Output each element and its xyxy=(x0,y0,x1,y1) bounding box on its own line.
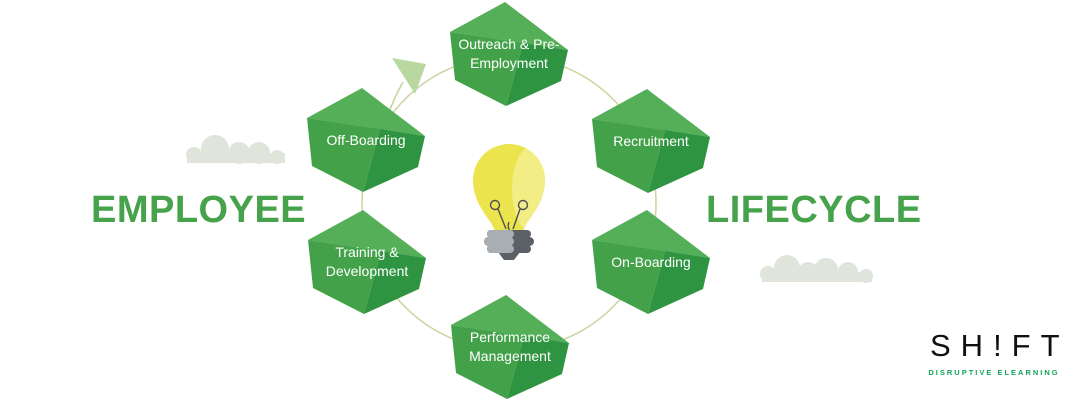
lightbulb-icon xyxy=(473,144,545,260)
cloud-icon-right xyxy=(760,255,873,283)
hexagon-training xyxy=(308,210,426,314)
cloud-icon-left xyxy=(186,135,285,164)
logo-wordmark: SH!FT xyxy=(930,328,1070,363)
bulb-filament xyxy=(489,199,529,232)
hexagon-recruitment xyxy=(592,89,710,193)
logo-tagline: DISRUPTIVE ELEARNING xyxy=(928,368,1060,377)
title-lifecycle: LIFECYCLE xyxy=(706,189,922,231)
hexagon-performance xyxy=(451,295,569,399)
shift-logo: SH!FT DISRUPTIVE ELEARNING xyxy=(924,328,1064,377)
hexagon-onboarding xyxy=(592,210,710,314)
cycle-arrow-icon xyxy=(385,58,426,121)
hexagon-outreach xyxy=(450,2,568,106)
hexagon-offboarding xyxy=(307,88,425,192)
bulb-base xyxy=(484,230,534,260)
title-employee: EMPLOYEE xyxy=(91,189,307,231)
